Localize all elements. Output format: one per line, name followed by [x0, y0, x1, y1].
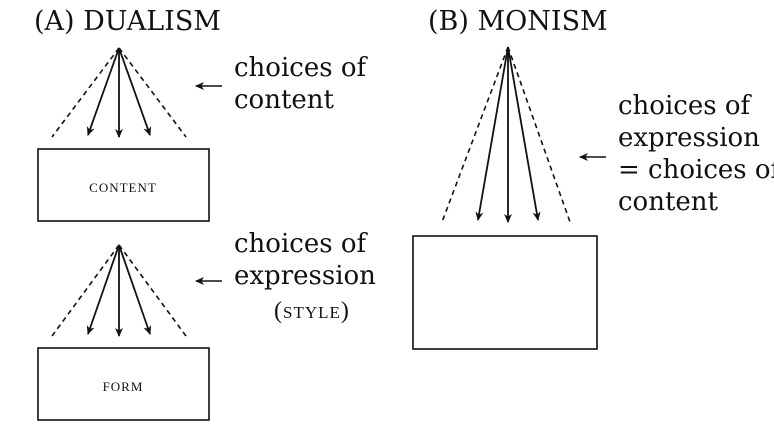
content-box: content [37, 148, 210, 222]
unified-content-form-box [412, 235, 598, 350]
fan-boundary-left-dashed [51, 244, 120, 337]
choice-arrow-left [475, 46, 509, 221]
fan-boundary-right-dashed [118, 47, 187, 138]
annotation-line-3: (style) [274, 298, 350, 324]
annotation-line-4: content [618, 187, 719, 217]
choice-arrow-right [118, 47, 152, 136]
fan-boundary-left-dashed [51, 47, 120, 138]
expression-choices-annotation: choices of expression (style) [195, 229, 376, 324]
annotation-line-1: choices of [618, 91, 752, 121]
fan-boundary-right-dashed [118, 244, 187, 337]
annotation-line-2: expression [234, 261, 376, 291]
content-box-label: content [89, 176, 157, 197]
expression-choices-fan [51, 244, 187, 337]
form-box: form [37, 347, 210, 421]
annotation-line-2: expression [618, 123, 760, 153]
form-box-label: form [103, 375, 144, 396]
choice-arrow-right [118, 244, 152, 335]
fan-boundary-left-dashed [441, 46, 509, 223]
choice-arrow-left [86, 244, 120, 335]
choice-arrow-right [507, 46, 541, 221]
panel-a-title: (A) DUALISM [34, 6, 221, 37]
content-box-outline [37, 148, 210, 222]
form-box-outline [37, 347, 210, 421]
monism-choices-fan [441, 46, 571, 223]
annotation-line-2: content [234, 85, 335, 115]
choice-arrow-left [86, 47, 120, 136]
panel-a-dualism: (A) DUALISM choices of content content [34, 6, 376, 421]
annotation-line-1: choices of [234, 229, 368, 259]
panel-b-monism: (B) MONISM choices of expression = choic… [412, 6, 774, 350]
annotation-line-3: = choices of [618, 155, 774, 185]
content-choices-annotation: choices of content [195, 53, 368, 115]
content-choices-fan [51, 47, 187, 138]
monism-choices-annotation: choices of expression = choices of conte… [579, 91, 774, 217]
annotation-line-1: choices of [234, 53, 368, 83]
fan-boundary-right-dashed [507, 46, 571, 223]
panel-b-title: (B) MONISM [428, 6, 608, 37]
